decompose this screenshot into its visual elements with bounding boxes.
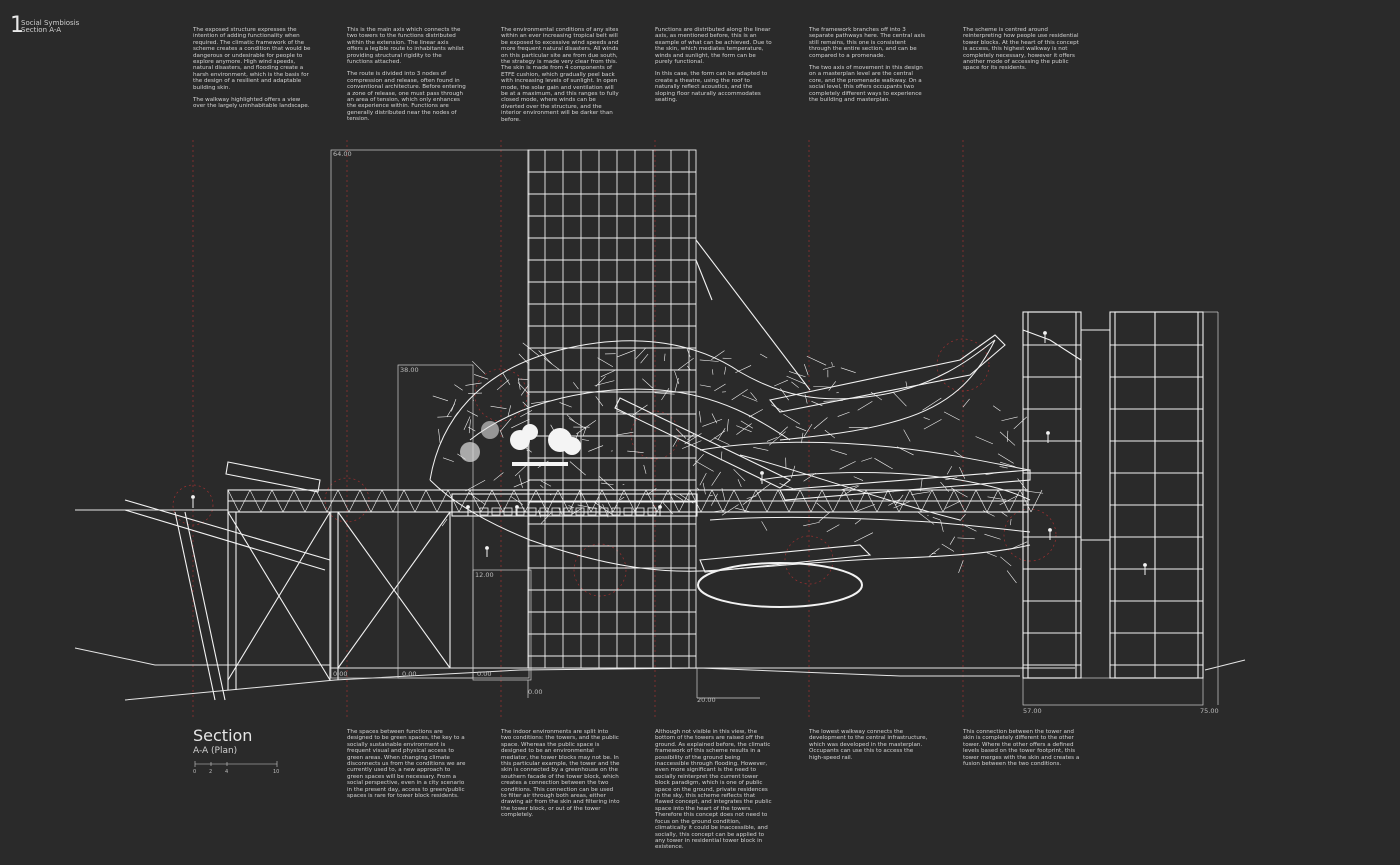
scale-tick-label: 10 [273, 769, 279, 775]
scale-tick-label: 0 [193, 769, 196, 775]
note-paragraph: The spaces between functions are designe… [347, 729, 466, 800]
note-paragraph: The exposed structure expresses the inte… [193, 27, 311, 91]
note-paragraph: The two axis of movement in this design … [809, 65, 923, 104]
note-paragraph: The lowest walkway connects the developm… [809, 729, 928, 761]
level-label: 0.00 [402, 670, 416, 678]
note-paragraph: The walkway highlighted offers a view ov… [193, 97, 310, 110]
level-label: 20.00 [697, 696, 716, 704]
sheet-title: Social Symbiosis Section A-A [21, 20, 101, 34]
level-label: 0.00 [477, 670, 491, 678]
note-lowest-walkway: The lowest walkway connects the developm… [809, 729, 928, 767]
note-ground: Although not visible in this view, the b… [655, 729, 774, 857]
level-label: 57.00 [1023, 707, 1042, 715]
left-structure [124, 461, 451, 701]
scale-tick-label: 2 [209, 769, 212, 775]
note-indoor: The indoor environments are split into t… [501, 729, 620, 825]
level-label: 64.00 [333, 150, 352, 158]
note-paragraph: The environmental conditions of any site… [501, 27, 619, 123]
note-paragraph: This is the main axis which connects the… [347, 27, 464, 66]
level-label: 38.00 [400, 366, 419, 374]
level-label: 0.00 [333, 670, 347, 678]
skin-envelope [429, 339, 1044, 584]
level-label: 0.00 [528, 688, 542, 696]
note-paragraph: Functions are distributed along the line… [655, 27, 772, 66]
note-framework: The framework branches off into 3 separa… [809, 27, 928, 109]
level-label: 12.00 [475, 571, 494, 579]
note-green-spaces: The spaces between functions are designe… [347, 729, 466, 805]
sheet-title-line-2: Section A-A [21, 26, 62, 34]
section-title: Section [193, 726, 253, 745]
note-paragraph: The route is divided into 3 nodes of com… [347, 71, 466, 123]
level-label: 75.00 [1200, 707, 1219, 715]
trees [460, 421, 581, 466]
note-paragraph: Although not visible in this view, the b… [655, 729, 772, 851]
note-structure: The exposed structure expresses the inte… [193, 27, 312, 116]
right-tower [1022, 311, 1204, 679]
section-subtitle: A-A (Plan) [193, 746, 238, 756]
walkways [227, 239, 1082, 608]
note-paragraph: In this case, the form can be adapted to… [655, 71, 768, 104]
level-labels: 64.00 38.00 12.00 0.00 0.00 0.00 0.00 20… [333, 150, 1219, 715]
scale-bar: 0 2 4 10 [193, 761, 279, 775]
people-figures [191, 331, 1147, 575]
scale-tick-label: 4 [225, 769, 228, 775]
note-paragraph: The framework branches off into 3 separa… [809, 27, 926, 59]
sheet-number: 1 [10, 13, 24, 38]
sheet-title-line-1: Social Symbiosis [21, 19, 80, 27]
note-paragraph: The scheme is centred around reinterpret… [963, 27, 1079, 72]
note-main-axis: This is the main axis which connects the… [347, 27, 466, 129]
note-paragraph: The indoor environments are split into t… [501, 729, 620, 819]
frame-outlines [330, 149, 1219, 706]
note-tower-connection: This connection between the tower and sk… [963, 729, 1082, 773]
note-environment: The environmental conditions of any site… [501, 27, 620, 129]
note-functions: Functions are distributed along the line… [655, 27, 774, 109]
note-paragraph: This connection between the tower and sk… [963, 729, 1080, 768]
note-access: The scheme is centred around reinterpret… [963, 27, 1082, 78]
interior-furniture [479, 507, 657, 516]
left-tower-grid [527, 149, 697, 669]
ground-lines [74, 509, 1246, 701]
annotation-leaders [172, 140, 1057, 720]
